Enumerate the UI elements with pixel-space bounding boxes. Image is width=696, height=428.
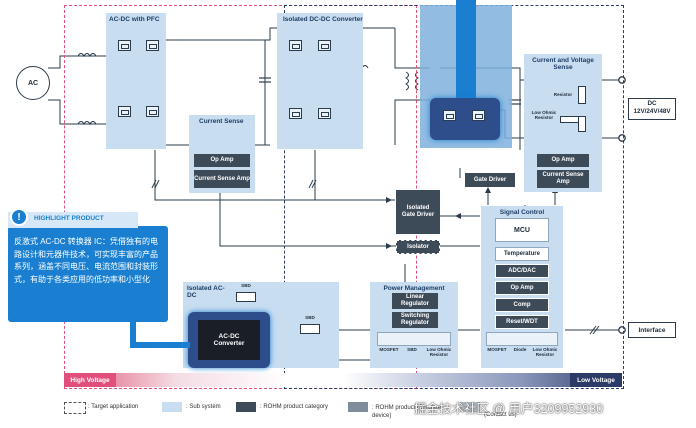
sbd-label: SBD <box>241 283 251 288</box>
gate-driver: Gate Driver <box>465 173 515 187</box>
high-voltage-label: High Voltage <box>64 373 116 387</box>
switch-icon <box>289 108 302 119</box>
adc-dac: ADC/DAC <box>495 264 549 278</box>
current-sense-title: Current Sense <box>199 118 244 125</box>
current-voltage-sense-title: Current and Voltage Sense <box>532 57 594 72</box>
ac-source: AC <box>16 66 50 100</box>
comp: Comp <box>495 298 549 312</box>
subsystem-current-voltage-sense: Current and Voltage Sense <box>524 54 602 192</box>
isolated-dcdc-title: Isolated DC-DC Converter <box>283 16 363 23</box>
signal-control-discretes <box>486 332 558 346</box>
diode-label: Diode <box>513 347 527 352</box>
subsystem-acdc-pfc: AC-DC with PFC <box>106 13 166 149</box>
legend-product-discrete-swatch <box>348 402 368 412</box>
low-ohmic-resistor-label: Low Ohmic Resistor <box>531 110 557 120</box>
switch-icon <box>443 110 456 121</box>
interface-label: Interface <box>628 322 676 338</box>
op-amp-current-voltage-sense: Op Amp <box>537 154 589 167</box>
dc-output-label: DC 12V/24V/48V <box>628 98 676 120</box>
sbd-label: SBD <box>305 315 315 320</box>
switch-icon <box>472 110 485 121</box>
isolator: Isolator <box>396 240 440 254</box>
switch-icon <box>289 40 302 51</box>
power-management-discretes <box>377 332 451 346</box>
subsystem-isolated-dcdc: Isolated DC-DC Converter <box>277 13 363 149</box>
sbd-icon <box>236 292 256 302</box>
linear-regulator: Linear Regulator <box>392 293 438 309</box>
highlight-connector <box>130 300 190 348</box>
switching-regulator: Switching Regulator <box>392 312 438 328</box>
sbd-label: SBD <box>407 347 417 352</box>
legend-target-application: : Target application <box>88 404 139 410</box>
reset-wdt: Reset/WDT <box>495 315 549 329</box>
resistor-icon <box>578 116 586 132</box>
ac-label: AC <box>27 79 39 87</box>
acdc-converter: AC-DC Converter <box>198 320 260 360</box>
highlight-beam <box>456 0 476 100</box>
watermark: 掘金技术社区 @ 用户3209952930 <box>414 402 604 416</box>
switch-icon <box>318 108 331 119</box>
op-amp-current-sense: Op Amp <box>194 154 250 167</box>
highlighted-rectifier <box>430 98 500 140</box>
switch-icon <box>146 40 159 51</box>
current-sense-amp-cvs: Current Sense Amp <box>537 170 589 188</box>
isolated-acdc-title: Isolated AC-DC <box>187 285 225 300</box>
switch-icon <box>118 40 131 51</box>
low-voltage-label: Low Voltage <box>570 373 622 387</box>
mosfet-label: MOSFET <box>487 347 507 352</box>
legend-sub-system-swatch <box>162 402 182 412</box>
acdc-pfc-title: AC-DC with PFC <box>109 16 160 23</box>
highlight-header <box>8 212 138 228</box>
low-ohmic-resistor-label: Low Ohmic Resistor <box>532 347 558 357</box>
highlight-panel <box>8 226 168 322</box>
highlight-body: 反激式 AC-DC 转换器 IC：凭借独有的电路设计和元器件技术，可实现丰富的产… <box>14 237 158 284</box>
resistor-icon <box>578 86 586 104</box>
legend-sub-system: : Sub system <box>186 404 221 410</box>
legend-contact-us: (Contact us) <box>484 412 517 418</box>
isolated-gate-driver: Isolated Gate Driver <box>396 190 440 234</box>
lightbulb-icon: ! <box>10 208 28 226</box>
op-amp-signal-control: Op Amp <box>495 281 549 295</box>
power-management-title: Power Management <box>383 285 445 292</box>
legend-target-application-swatch <box>64 402 86 414</box>
temperature: Temperature <box>495 247 549 261</box>
low-ohmic-resistor-label: Low Ohmic Resistor <box>426 347 452 357</box>
low-ohmic-resistor-icon <box>560 116 580 123</box>
highlight-heading: HIGHLIGHT PRODUCT <box>34 215 104 222</box>
switch-icon <box>118 106 131 117</box>
sbd-icon <box>300 324 320 334</box>
mosfet-label: MOSFET <box>379 347 399 352</box>
legend-contact-swatch <box>460 402 480 412</box>
mcu: MCU <box>495 218 549 242</box>
current-sense-amp: Current Sense Amp <box>194 170 250 188</box>
legend-product-discrete: : ROHM product (Discrete device) <box>372 405 442 419</box>
switch-icon <box>146 106 159 117</box>
signal-control-title: Signal Control <box>499 209 545 216</box>
switch-icon <box>318 40 331 51</box>
resistor-label: Resistor <box>553 92 573 97</box>
legend-product-category: : ROHM product category <box>260 404 329 410</box>
voltage-gradient-bar <box>64 373 622 387</box>
legend-product-category-swatch <box>236 402 256 412</box>
